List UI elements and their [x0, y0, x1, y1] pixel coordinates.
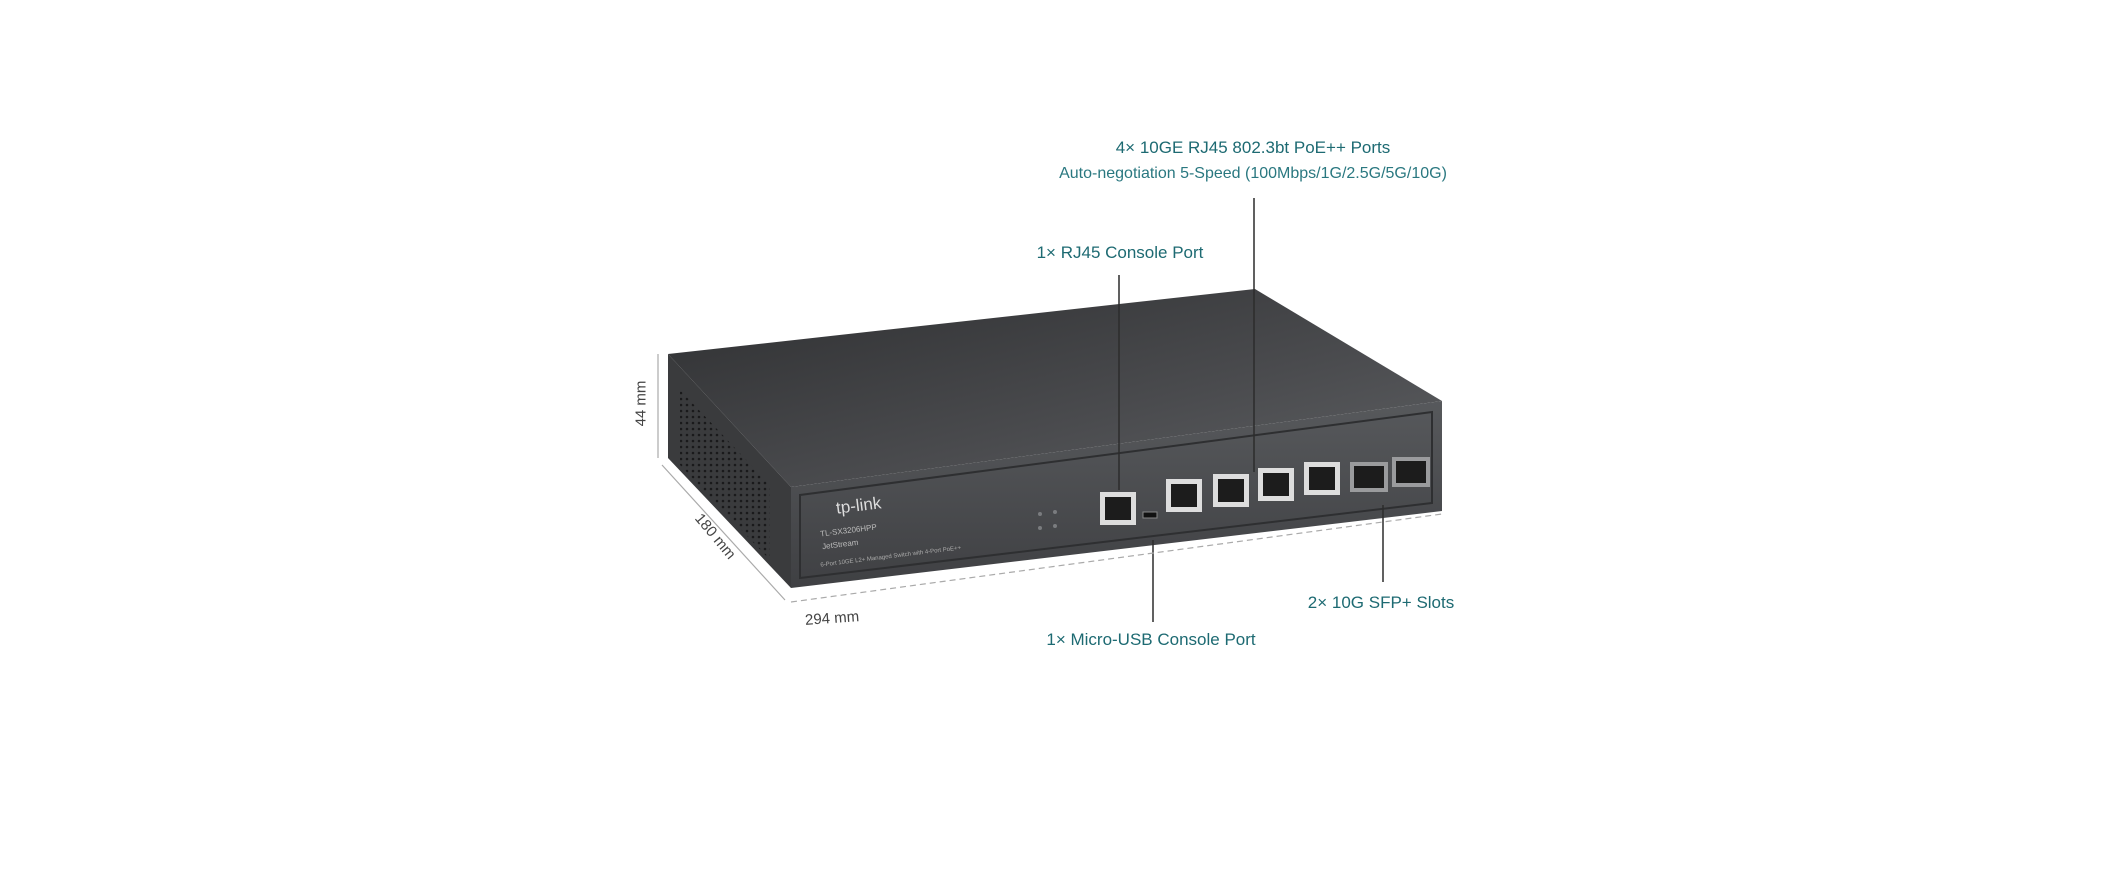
dimension-lines [657, 354, 1443, 603]
rj45-poe-port-3 [1258, 468, 1294, 501]
poe-ports-callout-subtitle: Auto-negotiation 5-Speed (100Mbps/1G/2.5… [1059, 165, 1447, 182]
side-vent [680, 390, 770, 560]
rj45-console-callout: 1× RJ45 Console Port [1036, 243, 1204, 262]
callout-lines [1118, 198, 1384, 622]
status-leds [1038, 510, 1057, 530]
rj45-poe-port-2 [1213, 474, 1249, 507]
micro-usb-port [1142, 511, 1158, 519]
rj45-console-port [1100, 492, 1136, 525]
micro-usb-console-callout: 1× Micro-USB Console Port [1046, 630, 1256, 649]
rj45-poe-port-4 [1304, 462, 1340, 495]
front-panel-inset [799, 410, 1433, 580]
rj45-poe-port-1 [1166, 479, 1202, 512]
sfp-slot-2 [1392, 457, 1430, 487]
sfp-slots-callout: 2× 10G SFP+ Slots [1307, 593, 1455, 612]
switch-top-face [668, 289, 1442, 487]
poe-ports-callout-title: 4× 10GE RJ45 802.3bt PoE++ Ports [1115, 138, 1391, 157]
sfp-slot-1 [1350, 462, 1388, 492]
height-dimension-label: 44 mm [632, 380, 650, 427]
